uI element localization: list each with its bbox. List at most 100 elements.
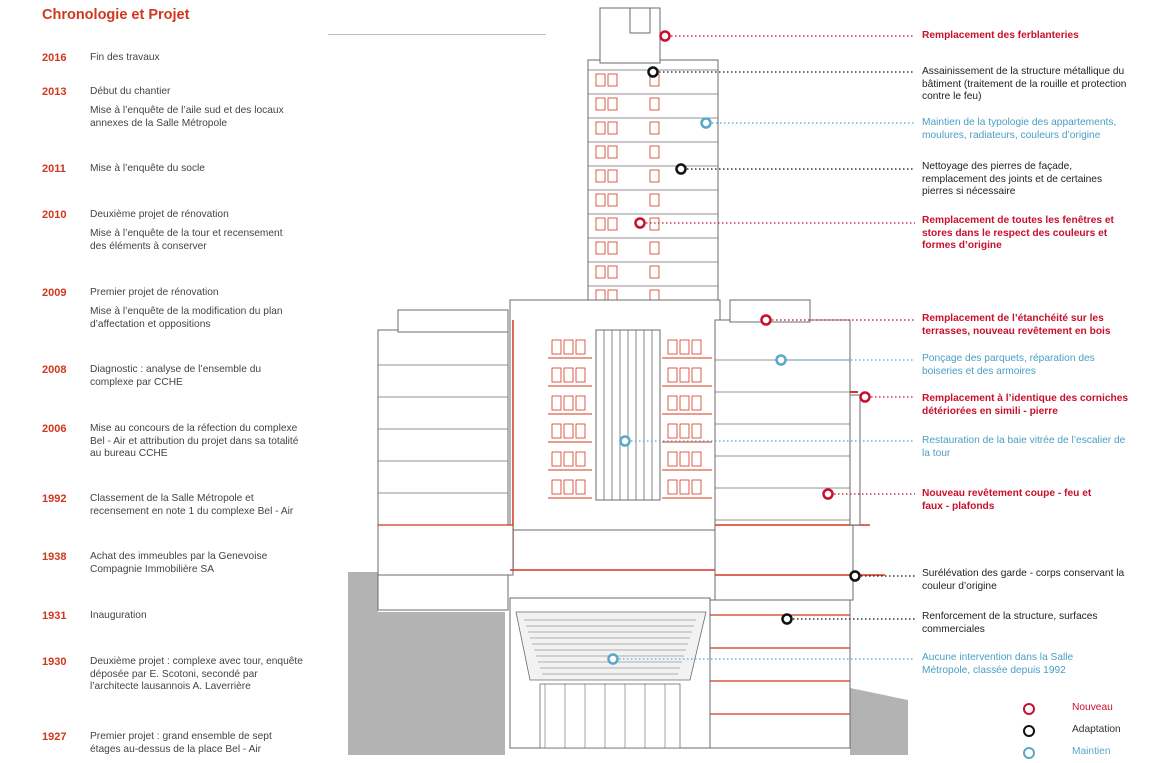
facade-window <box>575 451 586 467</box>
tower-cap <box>629 7 651 34</box>
legend-label: Adaptation <box>1072 724 1121 735</box>
marker-circle <box>700 117 712 129</box>
timeline-year: 1927 <box>42 731 67 743</box>
tower-window <box>649 265 660 279</box>
marker-circle <box>607 653 619 665</box>
facade-window <box>551 339 562 355</box>
timeline-year: 2016 <box>42 52 67 64</box>
facade-window <box>551 423 562 439</box>
tower-window <box>595 265 606 279</box>
facade-window <box>575 367 586 383</box>
marker-circle <box>822 488 834 500</box>
facade-window <box>575 339 586 355</box>
timeline-year: 2008 <box>42 364 67 376</box>
marker-circle <box>647 66 659 78</box>
tower-window <box>595 73 606 87</box>
facade-window <box>551 479 562 495</box>
facade-window <box>691 423 702 439</box>
annotation-label: Remplacement de toutes les fenêtres et s… <box>922 215 1114 251</box>
facade-window <box>563 395 574 411</box>
facade-window <box>679 451 690 467</box>
timeline-text: Diagnostic : analyse de l’ensemble du co… <box>90 364 262 388</box>
annotation-leaders <box>619 35 915 660</box>
marker-circle <box>619 435 631 447</box>
timeline-year: 1931 <box>42 610 67 622</box>
tower-window <box>595 193 606 207</box>
tower-window <box>595 97 606 111</box>
facade-window <box>575 395 586 411</box>
timeline-year: 2010 <box>42 209 67 221</box>
timeline-text: Mise au concours de la réfection du comp… <box>90 423 299 459</box>
tower-window <box>649 241 660 255</box>
legend-label: Maintien <box>1072 746 1111 757</box>
right-basement <box>709 599 851 749</box>
timeline-year: 1930 <box>42 656 67 668</box>
facade-window <box>679 339 690 355</box>
facade-window <box>667 367 678 383</box>
legend-item-maintien: Maintien <box>1023 746 1111 759</box>
timeline-text: Inauguration <box>90 610 147 621</box>
timeline-text: Classement de la Salle Métropole et rece… <box>90 493 294 517</box>
tower-window <box>649 121 660 135</box>
circle-icon <box>1023 725 1035 737</box>
facade-window <box>691 339 702 355</box>
annotation-label: Maintien de la typologie des appartement… <box>922 117 1117 141</box>
facade-window <box>575 479 586 495</box>
facade-window <box>563 339 574 355</box>
circle-icon <box>1023 703 1035 715</box>
right-ground <box>714 524 854 601</box>
facade-window <box>551 367 562 383</box>
tower-window <box>595 121 606 135</box>
facade-window <box>563 423 574 439</box>
timeline-text: Début du chantier <box>90 86 171 97</box>
marker-circle <box>675 163 687 175</box>
annotation-label: Renforcement de la structure, surfaces c… <box>922 611 1098 635</box>
annotation-label: Assainissement de la structure métalliqu… <box>922 66 1127 102</box>
hall-lower <box>539 683 681 749</box>
tower-window <box>607 145 618 159</box>
facade-window <box>551 451 562 467</box>
timeline-text: Premier projet : grand ensemble de sept … <box>90 731 272 755</box>
legend-item-nouveau: Nouveau <box>1023 702 1113 715</box>
timeline-text: Fin des travaux <box>90 52 160 63</box>
tower-window <box>607 217 618 231</box>
marker-circle <box>859 391 871 403</box>
annotation-label: Restauration de la baie vitrée de l’esca… <box>922 435 1126 459</box>
annotation-label: Aucune intervention dans la Salle Métrop… <box>922 652 1074 676</box>
annotation-label: Remplacement à l’identique des corniches… <box>922 393 1129 417</box>
timeline-year: 1938 <box>42 551 67 563</box>
left-shop <box>377 574 509 611</box>
facade-window <box>551 395 562 411</box>
legend-item-adaptation: Adaptation <box>1023 724 1121 737</box>
tower-window <box>649 217 660 231</box>
annotation-label: Nettoyage des pierres de façade, remplac… <box>922 161 1103 197</box>
facade-window <box>667 479 678 495</box>
timeline-year: 2009 <box>42 287 67 299</box>
tower-window <box>607 73 618 87</box>
timeline-year: 2006 <box>42 423 67 435</box>
facade-window <box>667 395 678 411</box>
tower-window <box>607 121 618 135</box>
tower-window <box>607 241 618 255</box>
timeline-text: Mise à l’enquête du socle <box>90 163 205 174</box>
timeline-subtext: Mise à l’enquête de l’aile sud et des lo… <box>90 105 284 129</box>
building-section <box>348 7 908 755</box>
circle-icon <box>1023 747 1035 759</box>
marker-circle <box>634 217 646 229</box>
title-rule <box>328 34 546 35</box>
facade-window <box>691 479 702 495</box>
left-terrace <box>397 309 509 333</box>
left-ground <box>377 524 514 576</box>
facade-window <box>667 451 678 467</box>
tower-window <box>607 97 618 111</box>
facade-window <box>679 479 690 495</box>
marker-circle <box>775 354 787 366</box>
facade-window <box>667 423 678 439</box>
facade-window <box>691 367 702 383</box>
timeline-subtext: Mise à l’enquête de la modification du p… <box>90 306 283 330</box>
tower-window <box>595 217 606 231</box>
tower-shaft <box>587 59 719 301</box>
annotation-label: Remplacement des ferblanteries <box>922 30 1079 41</box>
tower-window <box>649 169 660 183</box>
